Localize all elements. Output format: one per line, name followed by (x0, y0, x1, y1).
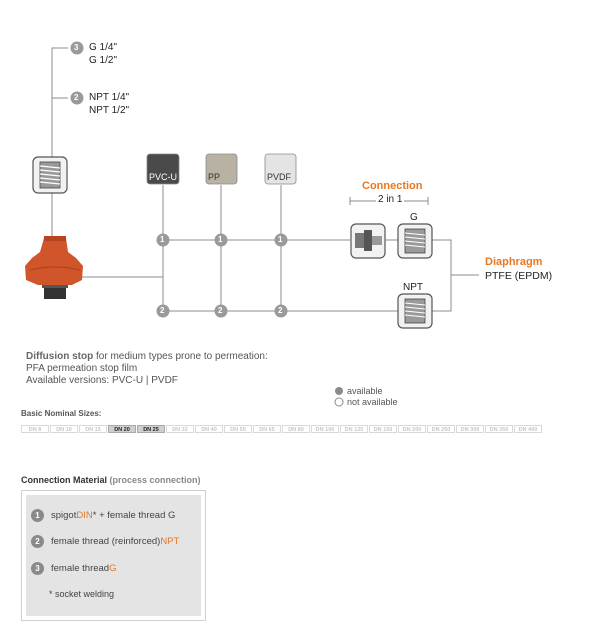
nominal-size-cell: DN 125 (340, 425, 368, 433)
cm-row-highlight: DIN (76, 510, 93, 521)
branch-dots (70, 41, 288, 318)
material-swatches (146, 153, 297, 185)
nominal-size-cell: DN 100 (311, 425, 339, 433)
sizes-title: Basic Nominal Sizes: (21, 409, 102, 418)
row-number-badge: 1 (31, 509, 44, 522)
nominal-size-cell: DN 400 (514, 425, 542, 433)
cm-row-highlight: G (109, 563, 117, 574)
nominal-size-cell: DN 80 (282, 425, 310, 433)
connection-material-title-suffix: (process connection) (109, 475, 201, 485)
cm-row-highlight: NPT (160, 536, 180, 547)
cm-row: 1 spigot DIN * + female thread G (31, 509, 175, 522)
nominal-size-cell: DN 350 (485, 425, 513, 433)
nominal-size-cell: DN 200 (398, 425, 426, 433)
nominal-size-cell: DN 150 (369, 425, 397, 433)
diaphragm-title: Diaphragm (485, 256, 543, 268)
cm-row: 3 female thread G (31, 562, 116, 575)
branch-number: 1 (218, 235, 223, 244)
branch-number: 1 (160, 235, 165, 244)
thread-g-line1: G 1/4" (89, 42, 118, 53)
connector-lines (51, 47, 479, 312)
npt-thread-fitting-icon (397, 293, 433, 329)
row-number-badge: 2 (31, 535, 44, 548)
nominal-size-cell: DN 65 (253, 425, 281, 433)
thread-option-number: 3 (74, 43, 79, 52)
connection-g-label: G (410, 212, 418, 223)
legend-not-available: not available (347, 397, 398, 407)
branch-number: 2 (278, 306, 283, 315)
material-label-pp: PP (208, 172, 221, 182)
diffusion-stop-rest: for medium types prone to permeation: (93, 351, 268, 362)
thread-npt-line1: NPT 1/4" (89, 92, 130, 103)
material-label-pvcu: PVC-U (149, 172, 178, 182)
cm-row-text: female thread (reinforced) (51, 536, 161, 547)
branch-number: 2 (218, 306, 223, 315)
thread-option-line-3 (51, 47, 68, 240)
nominal-size-cell: DN 8 (21, 425, 49, 433)
diffusion-stop-line3: Available versions: PVC-U | PVDF (26, 375, 178, 386)
g-thread-fitting-icon (397, 223, 433, 259)
available-dot-icon (335, 387, 343, 395)
row-number-badge: 3 (31, 562, 44, 575)
cm-row-text: * + female thread G (92, 510, 176, 521)
legend-available: available (347, 386, 383, 396)
connection-material-title: Connection Material (process connection) (21, 475, 201, 485)
spigot-fitting-icon (350, 223, 398, 259)
connection-title: Connection (362, 180, 423, 192)
connection-material-inner: 1 spigot DIN * + female thread G 2 femal… (26, 495, 201, 616)
cm-row-text: female thread (51, 563, 110, 574)
nominal-size-cell: DN 40 (195, 425, 223, 433)
nominal-size-cell: DN 250 (427, 425, 455, 433)
cm-row: 2 female thread (reinforced) NPT (31, 535, 179, 548)
connection-material-title-main: Connection Material (21, 475, 108, 485)
thread-npt-line2: NPT 1/2" (89, 105, 130, 116)
branch-number: 1 (278, 235, 283, 244)
connection-dimension: 2 in 1 (376, 194, 405, 206)
threaded-fitting-icon (32, 156, 68, 194)
connection-npt-label: NPT (403, 282, 423, 293)
diaphragm-valve-icon (25, 236, 83, 299)
connection-material-box: 1 spigot DIN * + female thread G 2 femal… (21, 490, 206, 621)
thread-g-line2: G 1/2" (89, 55, 118, 66)
diffusion-stop-line2: PFA permeation stop film (26, 363, 138, 374)
cm-row-text: spigot (51, 510, 77, 521)
thread-option-number: 2 (74, 93, 79, 102)
nominal-size-cell: DN 20 (108, 425, 136, 433)
material-label-pvdf: PVDF (267, 172, 292, 182)
diffusion-stop-bold: Diffusion stop (26, 351, 94, 362)
nominal-size-cell: DN 32 (166, 425, 194, 433)
nominal-size-cell: DN 25 (137, 425, 165, 433)
process-diagram (25, 41, 479, 407)
nominal-size-cell: DN 50 (224, 425, 252, 433)
nominal-size-cell: DN 10 (50, 425, 78, 433)
not-available-dot-icon (334, 397, 344, 407)
branch-number: 2 (160, 306, 165, 315)
cm-footnote: * socket welding (49, 589, 115, 599)
diffusion-stop-line1: Diffusion stop for medium types prone to… (26, 351, 268, 362)
nominal-size-cell: DN 300 (456, 425, 484, 433)
nominal-size-cell: DN 15 (79, 425, 107, 433)
diaphragm-material: PTFE (EPDM) (485, 270, 553, 282)
